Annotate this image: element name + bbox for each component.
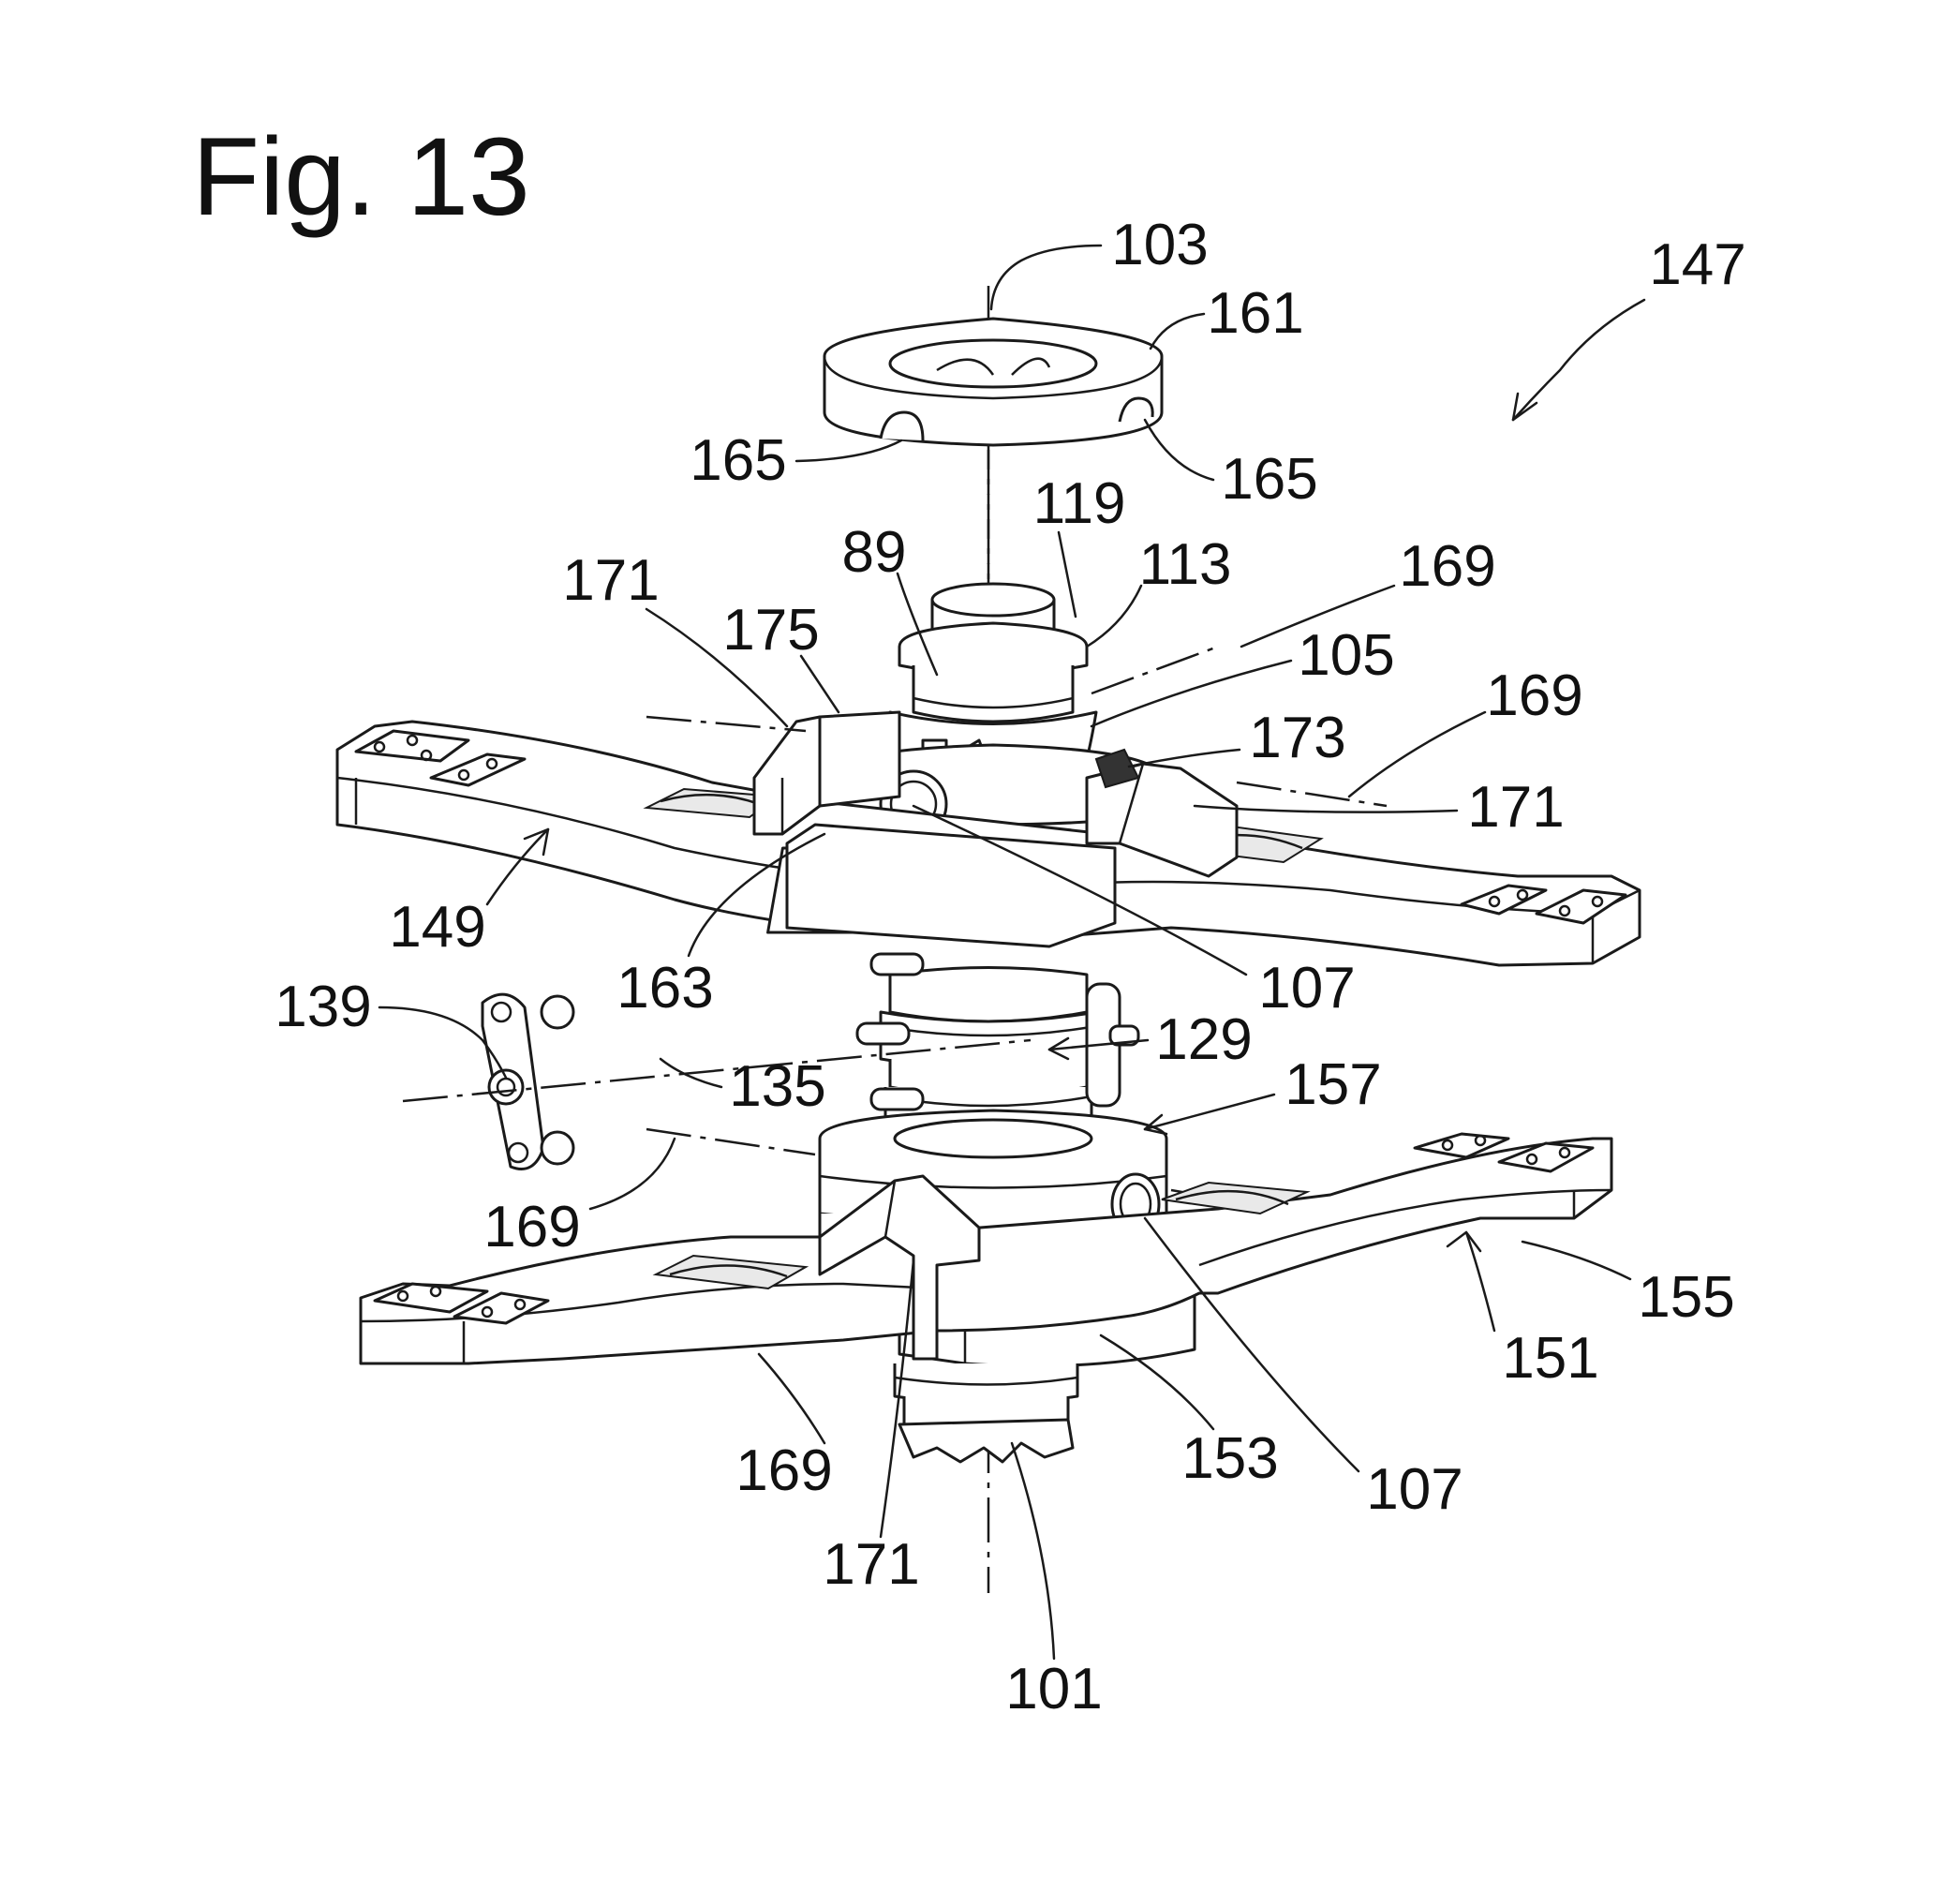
ref-89: 89 <box>841 520 907 585</box>
ref-103: 103 <box>1111 213 1209 277</box>
ref-163: 163 <box>616 956 714 1020</box>
ref-155: 155 <box>1638 1265 1735 1330</box>
ref-101: 101 <box>1005 1657 1103 1721</box>
ref-107-lower: 107 <box>1366 1457 1463 1522</box>
ref-107-upper: 107 <box>1258 956 1356 1020</box>
ref-165-right: 165 <box>1221 447 1318 512</box>
ref-169-right: 169 <box>1486 663 1583 728</box>
ref-139: 139 <box>275 975 372 1039</box>
upper-axis-right <box>1236 781 1388 808</box>
ref-169-top: 169 <box>1399 534 1496 599</box>
upper-clamp-right <box>1085 748 1239 878</box>
ref-153: 153 <box>1181 1426 1279 1491</box>
ref-171-upper-left: 171 <box>562 548 660 613</box>
ref-157: 157 <box>1284 1052 1382 1117</box>
ref-173: 173 <box>1249 706 1346 770</box>
ref-165-left: 165 <box>690 428 787 493</box>
ref-105: 105 <box>1298 623 1395 688</box>
upper-clamp-left <box>752 710 901 836</box>
ref-161: 161 <box>1207 281 1304 346</box>
pin-axis <box>402 1038 1032 1103</box>
ref-129: 129 <box>1155 1007 1253 1072</box>
ref-175: 175 <box>722 598 820 663</box>
ref-147: 147 <box>1649 232 1746 297</box>
ref-113: 113 <box>1138 532 1232 597</box>
ref-171-lower: 171 <box>823 1532 920 1597</box>
bottom-shaft <box>893 1363 1079 1464</box>
lower-axis-left <box>646 1127 816 1156</box>
ref-151: 151 <box>1502 1326 1599 1391</box>
ref-169-left: 169 <box>483 1195 581 1259</box>
link-plate <box>481 992 575 1170</box>
upper-hub-base <box>785 823 1117 948</box>
leader-lines <box>378 244 1646 1661</box>
ref-169-bottom: 169 <box>735 1438 833 1503</box>
top-cap-ring <box>823 317 1164 447</box>
figure-title: Fig. 13 <box>192 115 530 239</box>
lower-clamp <box>818 1174 981 1361</box>
ref-135: 135 <box>729 1054 826 1119</box>
upper-axis-left <box>646 715 807 733</box>
ref-171-upper-right: 171 <box>1467 775 1565 840</box>
upper-axis-top <box>1091 645 1219 695</box>
ref-119: 119 <box>1032 471 1126 536</box>
lower-yoke-plate <box>359 1132 1613 1365</box>
ref-149: 149 <box>389 895 486 960</box>
